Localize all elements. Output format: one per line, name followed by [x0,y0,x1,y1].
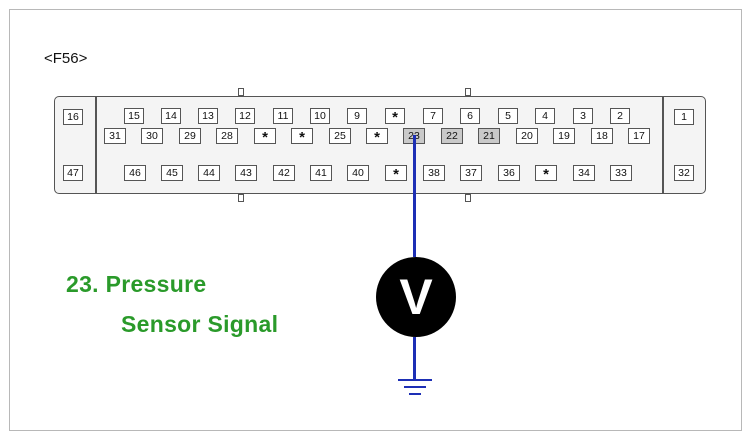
pin-7: 7 [423,108,443,124]
pin-unused: * [385,165,407,183]
connector-key-bottom-right [465,194,471,202]
diagram-frame [9,9,742,431]
pin-11: 11 [273,108,293,124]
pin-12: 12 [235,108,255,124]
annotation-line-2: Sensor Signal [121,311,279,337]
pin-unused: * [366,128,388,146]
annotation-line-1: 23. Pressure [66,271,207,297]
pin-unused: * [254,128,276,146]
pin-9: 9 [347,108,367,124]
pin-21: 21 [478,128,500,144]
pin-33: 33 [610,165,632,181]
ground-symbol-line-2 [404,386,426,388]
pin-5: 5 [498,108,518,124]
pin-10: 10 [310,108,330,124]
connector-left-divider [95,96,97,194]
pin-43: 43 [235,165,257,181]
pin-4: 4 [535,108,555,124]
pin-32: 32 [674,165,694,181]
pin-42: 42 [273,165,295,181]
pin-16: 16 [63,109,83,125]
pin-41: 41 [310,165,332,181]
pin-29: 29 [179,128,201,144]
pin-17: 17 [628,128,650,144]
pin-37: 37 [460,165,482,181]
pin-38: 38 [423,165,445,181]
pin-20: 20 [516,128,538,144]
pin-44: 44 [198,165,220,181]
pin-46: 46 [124,165,146,181]
pin-28: 28 [216,128,238,144]
pin-47: 47 [63,165,83,181]
pin-3: 3 [573,108,593,124]
pin-15: 15 [124,108,144,124]
connector-key-top-right [465,88,471,96]
pin-18: 18 [591,128,613,144]
pin-25: 25 [329,128,351,144]
pin-6: 6 [460,108,480,124]
pin-34: 34 [573,165,595,181]
ground-symbol-line-3 [409,393,421,395]
voltmeter-icon: V [376,257,456,337]
pin-31: 31 [104,128,126,144]
pin-40: 40 [347,165,369,181]
connector-body [54,96,706,194]
pin-2: 2 [610,108,630,124]
connector-key-bottom-left [238,194,244,202]
pin-unused: * [535,165,557,183]
pin-22: 22 [441,128,463,144]
probe-wire-upper [413,135,416,257]
pin-19: 19 [553,128,575,144]
pin-36: 36 [498,165,520,181]
pin-unused: * [385,108,405,126]
probe-wire-lower [413,337,416,379]
connector-key-top-left [238,88,244,96]
pin-1: 1 [674,109,694,125]
pin-unused: * [291,128,313,146]
connector-right-divider [662,96,664,194]
pin-14: 14 [161,108,181,124]
connector-id-label: <F56> [44,50,88,67]
ground-symbol-line-1 [398,379,432,381]
pin-13: 13 [198,108,218,124]
pin-30: 30 [141,128,163,144]
pin-45: 45 [161,165,183,181]
